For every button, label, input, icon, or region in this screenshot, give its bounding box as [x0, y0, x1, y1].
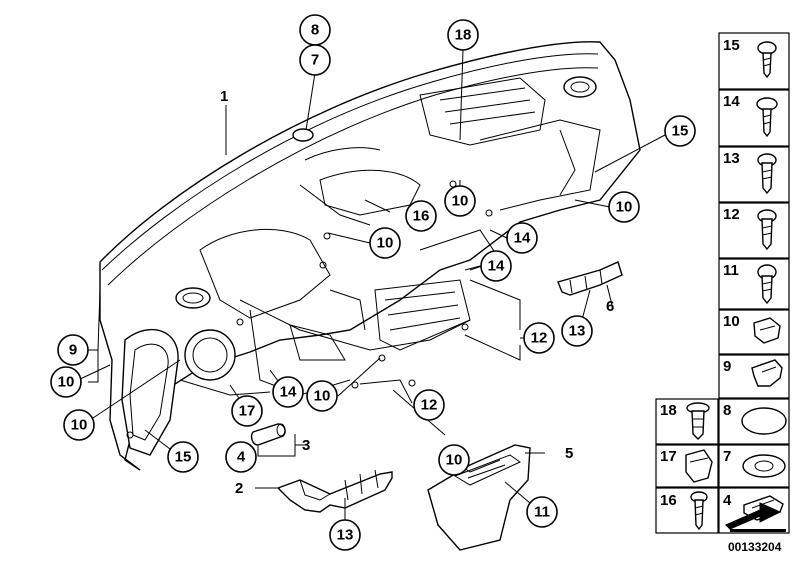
callout-18: 18: [447, 19, 479, 51]
callout-10-lower-mid: 10: [306, 380, 338, 412]
svg-text:10: 10: [616, 199, 633, 216]
svg-text:15: 15: [672, 123, 689, 140]
callout-17: 17: [231, 395, 263, 427]
callout-10-right: 10: [608, 191, 640, 223]
svg-text:18: 18: [455, 27, 472, 44]
legend-num-7: 7: [723, 448, 731, 465]
callout-15-left: 15: [167, 441, 199, 473]
callout-9: 9: [57, 334, 89, 366]
svg-text:17: 17: [239, 403, 256, 420]
svg-text:10: 10: [377, 235, 394, 252]
holder-icon-17: [685, 449, 713, 483]
legend-num-18: 18: [660, 402, 677, 419]
svg-text:10: 10: [314, 388, 331, 405]
reference-code: 00133204: [728, 540, 782, 554]
rivet-icon-18: [686, 402, 710, 440]
callout-13-bottom: 13: [329, 519, 361, 551]
screw-icon-12: [757, 209, 777, 251]
cap-icon-8: [741, 407, 787, 435]
svg-text:11: 11: [534, 504, 550, 521]
clip-icon-9: [751, 359, 783, 387]
callout-10-upper-mid: 10: [444, 185, 476, 217]
svg-text:9: 9: [69, 342, 77, 359]
svg-text:14: 14: [514, 230, 531, 247]
svg-text:13: 13: [569, 323, 586, 340]
arrow-icon: [725, 502, 786, 532]
nut-icon-10: [753, 317, 781, 344]
dashboard-carrier: [99, 41, 641, 471]
callout-1: 1: [220, 88, 228, 105]
cover-part-5: [427, 444, 531, 551]
callout-11: 11: [526, 496, 558, 528]
callout-5: 5: [565, 445, 573, 462]
callout-3: 3: [302, 437, 310, 454]
callout-10-center: 10: [369, 227, 401, 259]
tray-part-2: [276, 469, 393, 513]
legend-num-17: 17: [660, 448, 677, 465]
legend-num-12: 12: [723, 206, 740, 223]
screw-icon-13: [757, 153, 777, 195]
callout-10-left-upper: 10: [50, 366, 82, 398]
callout-10-left-lower: 10: [63, 409, 95, 441]
callout-12-lower: 12: [413, 389, 445, 421]
legend-num-11: 11: [723, 262, 739, 279]
callout-2: 2: [235, 480, 243, 497]
svg-text:10: 10: [446, 452, 463, 469]
screw-icon-15: [757, 41, 777, 79]
callout-6: 6: [606, 298, 614, 315]
plug-part-4: [250, 423, 286, 446]
callout-10-bottom: 10: [438, 444, 470, 476]
callout-13-right: 13: [561, 315, 593, 347]
screw-icon-14: [756, 97, 778, 138]
legend-num-15: 15: [723, 37, 740, 54]
legend-num-10: 10: [723, 313, 740, 330]
grommet-icon-7: [742, 454, 786, 478]
legend-num-9: 9: [723, 358, 731, 375]
callout-8: 8: [299, 14, 331, 46]
svg-text:8: 8: [311, 22, 319, 39]
screw-icon-11: [757, 264, 777, 305]
callout-14-mid: 14: [480, 250, 512, 282]
legend-num-8: 8: [723, 402, 731, 419]
svg-text:10: 10: [452, 193, 469, 210]
callout-16: 16: [405, 200, 437, 232]
legend-num-4: 4: [723, 492, 732, 509]
callout-14-lower: 14: [272, 376, 304, 408]
callout-15-top: 15: [664, 115, 696, 147]
callout-12-right: 12: [523, 322, 555, 354]
callout-7: 7: [299, 44, 331, 76]
legend-num-14: 14: [723, 93, 740, 110]
fastener-legend-panel: 15 14 13 12 11 10 9 8 18 7 17 4 16: [655, 32, 790, 534]
legend-num-16: 16: [660, 492, 677, 509]
svg-text:15: 15: [175, 449, 192, 466]
svg-text:4: 4: [237, 449, 246, 466]
svg-text:14: 14: [280, 384, 297, 401]
bracket-part-6: [557, 261, 623, 296]
legend-num-13: 13: [723, 150, 740, 167]
svg-text:10: 10: [58, 374, 75, 391]
svg-text:10: 10: [71, 417, 88, 434]
svg-text:12: 12: [421, 397, 438, 414]
svg-text:16: 16: [413, 208, 430, 225]
callout-4: 4: [225, 441, 257, 473]
callout-14-upper: 14: [506, 222, 538, 254]
screw-icon-16: [690, 491, 708, 531]
svg-text:12: 12: [531, 330, 548, 347]
svg-text:7: 7: [311, 52, 319, 69]
svg-text:14: 14: [488, 258, 505, 275]
svg-text:13: 13: [337, 527, 354, 544]
